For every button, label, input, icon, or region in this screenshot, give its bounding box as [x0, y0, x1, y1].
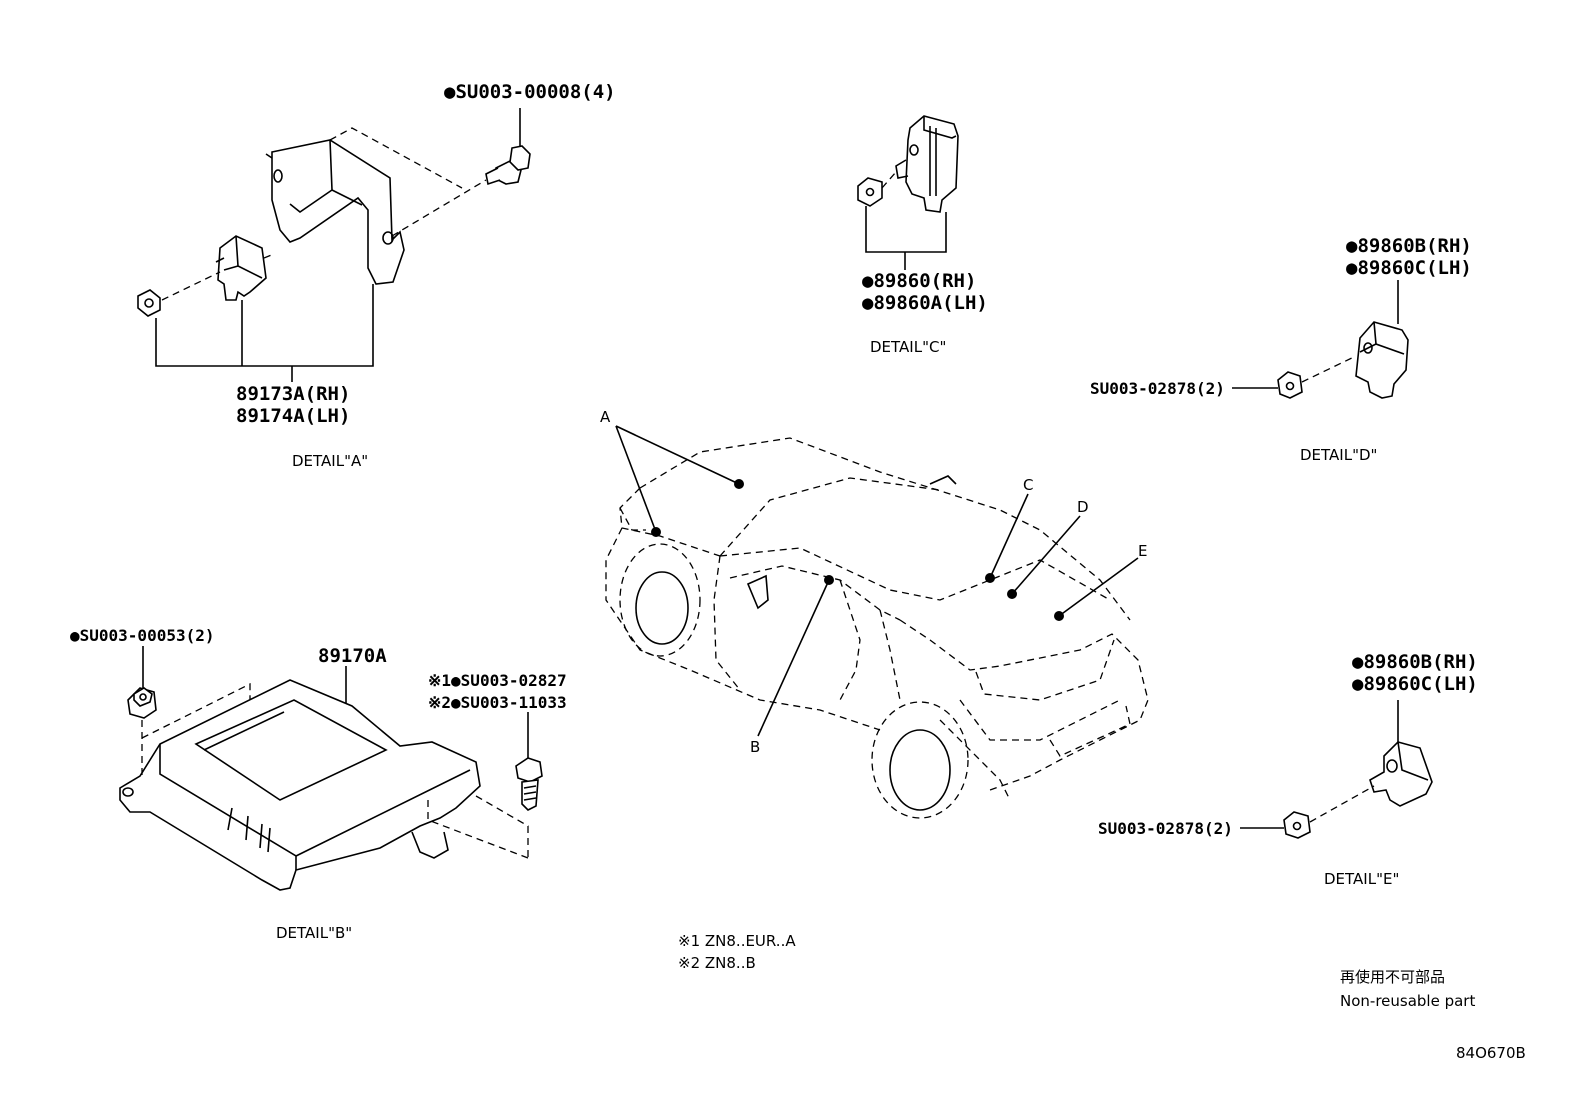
footnotes: ※1 ZN8..EUR..A ※2 ZN8..B — [678, 932, 796, 972]
detail-b-nut — [127, 687, 157, 719]
detail-b-caption: DETAIL"B" — [276, 924, 352, 942]
detail-e: ●89860B(RH) ●89860C(LH) SU003-02878(2) D… — [1098, 651, 1478, 888]
detail-c-nut — [857, 177, 883, 207]
callout-c: C — [1023, 476, 1033, 494]
detail-e-part-lh-label: ●89860C(LH) — [1352, 673, 1478, 695]
detail-e-impact-sensor — [1369, 741, 1433, 807]
detail-d-nut — [1277, 371, 1303, 399]
callout-a: A — [600, 408, 611, 426]
detail-b-bolt2-label: ※2●SU003-11033 — [428, 693, 567, 712]
detail-b-bolt — [515, 757, 543, 811]
footnote-2: ※2 ZN8..B — [678, 954, 756, 972]
detail-e-caption: DETAIL"E" — [1324, 870, 1399, 888]
footnote-1: ※1 ZN8..EUR..A — [678, 932, 796, 950]
detail-b: ●SU003-00053(2) 89170A ※1●SU003-02827 ※2… — [70, 626, 567, 942]
detail-b-airbag-module — [119, 679, 481, 891]
callout-e: E — [1138, 542, 1147, 560]
detail-a-nut — [137, 289, 161, 317]
legend-en: Non-reusable part — [1340, 992, 1475, 1010]
detail-a-caption: DETAIL"A" — [292, 452, 368, 470]
detail-c: ●89860(RH) ●89860A(LH) DETAIL"C" — [857, 115, 988, 356]
detail-e-nut — [1283, 811, 1311, 839]
detail-d-part-lh-label: ●89860C(LH) — [1346, 257, 1472, 279]
detail-c-part-lh-label: ●89860A(LH) — [862, 292, 988, 314]
detail-e-nut-label: SU003-02878(2) — [1098, 819, 1233, 838]
diagram-code: 84O670B — [1456, 1044, 1526, 1062]
detail-a-part-rh-label: 89173A(RH) — [236, 383, 350, 405]
detail-b-unit-label: 89170A — [318, 645, 387, 667]
callout-b: B — [750, 738, 760, 756]
detail-d: ●89860B(RH) ●89860C(LH) SU003-02878(2) D… — [1090, 235, 1472, 464]
car-outline — [605, 437, 1149, 819]
detail-b-nut-label: ●SU003-00053(2) — [70, 626, 215, 645]
legend: 再使用不可部品 Non-reusable part — [1340, 968, 1475, 1010]
detail-a-bolt-label: ●SU003-00008(4) — [444, 81, 616, 103]
detail-c-part-rh-label: ●89860(RH) — [862, 270, 976, 292]
callout-d: D — [1077, 498, 1089, 516]
detail-d-nut-label: SU003-02878(2) — [1090, 379, 1225, 398]
legend-jp: 再使用不可部品 — [1340, 968, 1445, 986]
car-callouts: A B C D E — [600, 408, 1147, 756]
detail-d-part-rh-label: ●89860B(RH) — [1346, 235, 1472, 257]
detail-e-part-rh-label: ●89860B(RH) — [1352, 651, 1478, 673]
detail-b-bolt1-label: ※1●SU003-02827 — [428, 671, 567, 690]
detail-a-bolt — [485, 145, 531, 186]
detail-a: ●SU003-00008(4) 89173A(RH) 89174A(LH) DE… — [137, 81, 616, 470]
detail-c-impact-sensor — [905, 115, 959, 213]
detail-a-part-lh-label: 89174A(LH) — [236, 405, 350, 427]
detail-d-impact-sensor — [1355, 321, 1409, 399]
detail-c-caption: DETAIL"C" — [870, 338, 946, 356]
detail-d-caption: DETAIL"D" — [1300, 446, 1377, 464]
detail-a-bracket — [271, 139, 405, 285]
